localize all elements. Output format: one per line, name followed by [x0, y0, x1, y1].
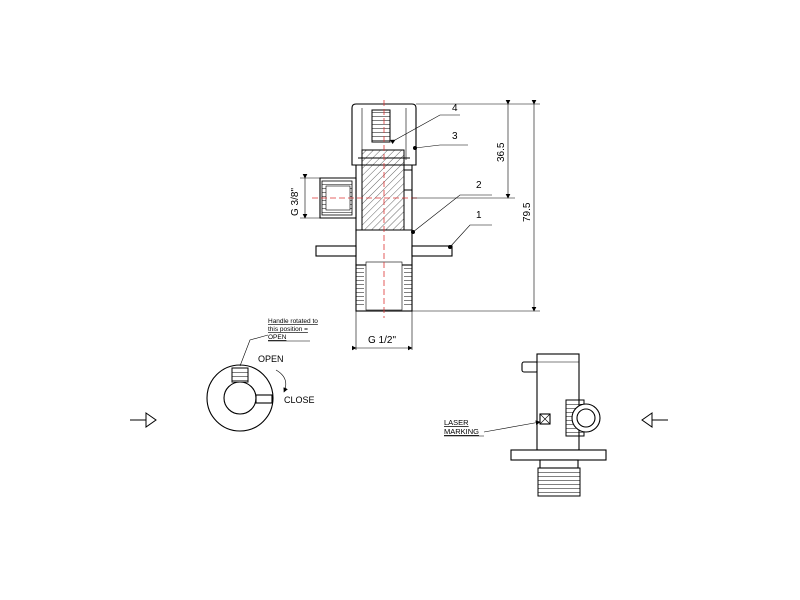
flange-right [411, 245, 453, 257]
side-outlet-hole [576, 408, 596, 428]
dimension-lines [300, 99, 540, 351]
spindle-core [361, 149, 405, 233]
side-outlet-bore [325, 185, 351, 211]
handle-view [206, 334, 310, 432]
side-view [444, 353, 607, 497]
close-arrow [275, 369, 288, 393]
dim-g38: G 3/8" [290, 188, 301, 216]
close-label: CLOSE [284, 395, 315, 405]
view-arrows [130, 412, 668, 428]
callout-2: 2 [476, 180, 482, 191]
handle-note-line3: OPEN [268, 334, 287, 341]
laser-label-line2: MARKING [444, 427, 479, 436]
callout-4: 4 [452, 103, 458, 114]
side-bottom-thread [537, 467, 581, 497]
open-label: OPEN [258, 354, 284, 364]
laser-label-line1: LASER [444, 418, 469, 427]
section-view [312, 100, 453, 318]
laser-leader [483, 420, 541, 433]
view-arrow-left [130, 412, 157, 428]
callout-leaders [390, 114, 492, 249]
dim-g12: G 1/2" [368, 335, 396, 346]
handle-note-leader [239, 334, 269, 367]
side-neck [539, 459, 579, 469]
bottom-thread-left [356, 268, 364, 308]
laser-mark-cross [539, 413, 551, 425]
dim-36-5: 36.5 [496, 142, 507, 162]
spindle-screw-inner [374, 110, 388, 142]
handle-knurl [231, 367, 249, 383]
handle-hub [223, 381, 257, 415]
handle-note-line2: this position = [268, 326, 308, 333]
body-flank [404, 169, 412, 191]
side-flange [510, 449, 607, 461]
callout-3: 3 [452, 131, 458, 142]
handle-lever [255, 394, 273, 404]
view-arrow-right [641, 412, 668, 428]
dim-79-5: 79.5 [522, 202, 533, 222]
bottom-thread-right [404, 268, 412, 308]
handle-note-line1: Handle rotated to [268, 318, 318, 325]
side-handle-stub [521, 361, 539, 373]
flange-left [315, 245, 357, 257]
callout-1: 1 [476, 210, 482, 221]
